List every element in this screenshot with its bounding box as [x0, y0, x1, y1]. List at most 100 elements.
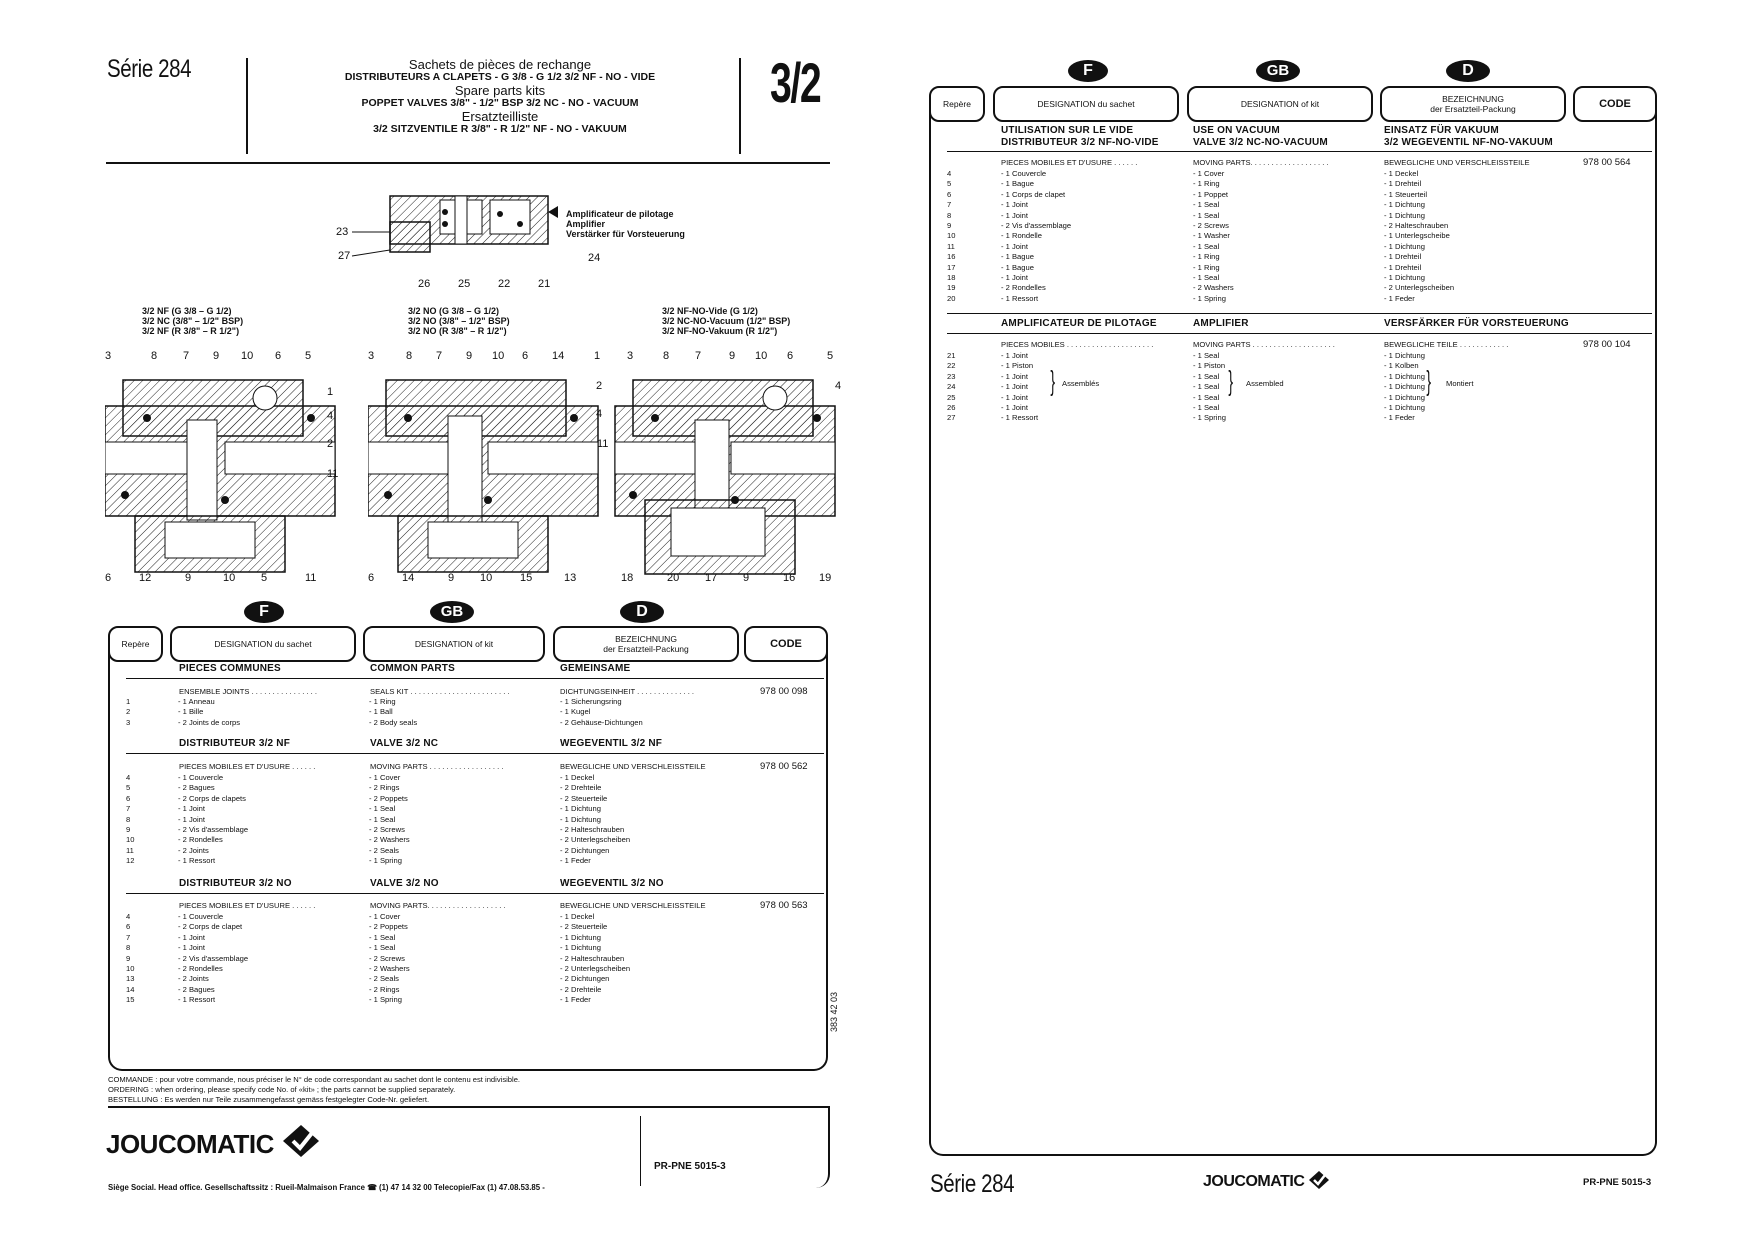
- item-de: - 2 Halteschrauben: [560, 825, 625, 834]
- callout-number: 9: [466, 350, 473, 362]
- section-rule: [947, 151, 1652, 152]
- item-fr: - 1 Joint: [178, 932, 206, 942]
- item-de: - 1 Dichtung: [1384, 403, 1425, 412]
- section-rule: [126, 678, 824, 679]
- header-line: Ersatzteilliste: [461, 109, 539, 124]
- item-fr: - 2 Bagues: [178, 783, 215, 793]
- item-de: - 1 Dichtung: [1384, 382, 1425, 392]
- item-en: - 1 Spring: [1193, 413, 1226, 423]
- section-title-f: DISTRIBUTEUR 3/2 NO: [179, 878, 292, 889]
- callout-number: 24: [588, 252, 601, 264]
- brand-mark-icon: [282, 1125, 319, 1157]
- group-label: MOVING PARTS. . . . . . . . . . . . . . …: [1193, 158, 1329, 167]
- item-ref: 9: [126, 953, 131, 963]
- item-ref: 6: [947, 189, 952, 199]
- parts-table: [108, 646, 828, 1071]
- item-ref: 5: [947, 179, 952, 189]
- group-label: PIECES MOBILES ET D'USURE . . . . . .: [179, 901, 316, 910]
- brand-name: JOUCOMATIC: [106, 1129, 274, 1159]
- section-title-gb: USE ON VACUUM VALVE 3/2 NC-NO-VACUUM: [1193, 125, 1328, 149]
- item-en: - 1 Seal: [1193, 392, 1220, 402]
- col-header-d-line1: BEZEICHNUNG: [615, 634, 677, 644]
- item-fr: - 1 Anneau: [178, 697, 215, 706]
- assembled-label: Montiert: [1446, 379, 1474, 388]
- group-label: MOVING PARTS . . . . . . . . . . . . . .…: [370, 762, 504, 771]
- item-de: - 1 Dichtung: [1384, 392, 1425, 402]
- item-ref: 7: [126, 804, 131, 814]
- callout-number: 7: [436, 350, 443, 362]
- item-ref: 17: [947, 262, 956, 272]
- item-en: - 2 Poppets: [369, 922, 408, 932]
- item-de: - 1 Deckel: [560, 773, 595, 782]
- callout-number: 9: [743, 572, 750, 584]
- item-de: - 1 Dichtung: [560, 932, 601, 942]
- section-title-line: DISTRIBUTEUR 3/2 NF-NO-VIDE: [1001, 137, 1159, 148]
- item-fr: - 2 Vis d'assemblage: [178, 825, 249, 834]
- kit-code: 978 00 104: [1583, 339, 1631, 350]
- item-ref: 22: [947, 361, 956, 371]
- callout-number: 14: [552, 350, 565, 362]
- item-de: - 2 Dichtungen: [560, 845, 610, 855]
- item-fr: - 1 Piston: [1001, 361, 1034, 371]
- item-fr: - 1 Joint: [178, 814, 206, 824]
- item-fr: - 1 Couvercle: [178, 912, 224, 921]
- item-ref: 8: [947, 210, 952, 220]
- item-ref: 16: [947, 252, 956, 262]
- item-en: - 1 Seal: [1193, 351, 1220, 360]
- diagram-title-line: 3/2 NO (G 3/8 – G 1/2): [408, 306, 500, 316]
- callout-number: 5: [305, 350, 312, 362]
- header-divider: [739, 58, 741, 154]
- header-rule: [106, 162, 830, 164]
- footer-box: [108, 1106, 830, 1188]
- item-en: - 1 Seal: [369, 932, 396, 942]
- item-en: - 1 Seal: [1193, 273, 1220, 282]
- callout-number: 3: [368, 350, 375, 362]
- diagram-title-line: 3/2 NC-NO-Vacuum (1/2" BSP): [662, 316, 791, 326]
- item-de: - 1 Dichtung: [560, 943, 601, 953]
- valve-diagram-no: 3 8 7 9 10 6 14 1 2 4 6 14 9 10 15 13: [367, 350, 618, 590]
- serie-title: Série 284: [107, 55, 192, 83]
- item-en: - 1 Seal: [1193, 210, 1220, 220]
- item-fr: - 1 Couvercle: [1001, 169, 1047, 178]
- callout-number: 11: [327, 468, 339, 480]
- col-header-f: DESIGNATION du sachet: [170, 626, 356, 662]
- badge-d: D: [620, 601, 664, 623]
- parts-table: [929, 106, 1657, 1156]
- group-label: BEWEGLICHE UND VERSCHLEISSTEILE: [1384, 158, 1530, 167]
- badge-f: F: [244, 601, 284, 623]
- item-en: - 2 Screws: [369, 953, 405, 963]
- item-de: - 2 Dichtungen: [560, 974, 610, 984]
- item-ref: 18: [947, 273, 956, 282]
- item-ref: 4: [947, 169, 952, 178]
- item-de: - 2 Gehäuse-Dichtungen: [560, 717, 643, 727]
- amplifier-drawing: [351, 195, 558, 257]
- item-de: - 1 Dichtung: [1384, 351, 1425, 360]
- item-en: - 1 Washer: [1193, 231, 1230, 241]
- section-title-line: USE ON VACUUM: [1193, 125, 1280, 136]
- item-en: - 1 Seal: [1193, 200, 1220, 210]
- section-title-f: PIECES COMMUNES: [179, 663, 281, 674]
- note-line: BESTELLUNG : Es werden nur Teile zusamme…: [108, 1095, 430, 1104]
- badge-d: D: [1446, 60, 1490, 82]
- section-rule: [947, 313, 1652, 314]
- item-de: - 1 Feder: [1384, 293, 1415, 303]
- item-fr: - 2 Vis d'assemblage: [1001, 221, 1072, 230]
- item-ref: 4: [126, 912, 131, 921]
- item-ref: 6: [126, 793, 131, 803]
- header-line: 3/2 SITZVENTILE R 3/8" - R 1/2" NF - NO …: [373, 123, 627, 135]
- item-ref: 7: [126, 932, 131, 942]
- item-de: - 1 Feder: [560, 995, 591, 1005]
- callout-number: 20: [667, 572, 680, 584]
- section-title-d: WEGEVENTIL 3/2 NF: [560, 738, 663, 749]
- callout-number: 6: [275, 350, 282, 362]
- item-fr: - 1 Joint: [1001, 392, 1029, 402]
- callout-number: 5: [827, 350, 834, 362]
- address-line: Siège Social. Head office. Gesellschafts…: [108, 1183, 545, 1192]
- item-en: - 2 Washers: [369, 835, 410, 845]
- item-fr: - 1 Joint: [178, 943, 206, 953]
- item-en: - 1 Ring: [1193, 262, 1220, 272]
- item-de: - 2 Steuerteile: [560, 793, 608, 803]
- item-ref: 20: [947, 293, 956, 303]
- assembled-label: Assembled: [1246, 379, 1284, 388]
- diagram-title-nf: 3/2 NF (G 3/8 – G 1/2) 3/2 NC (3/8" – 1/…: [142, 306, 243, 336]
